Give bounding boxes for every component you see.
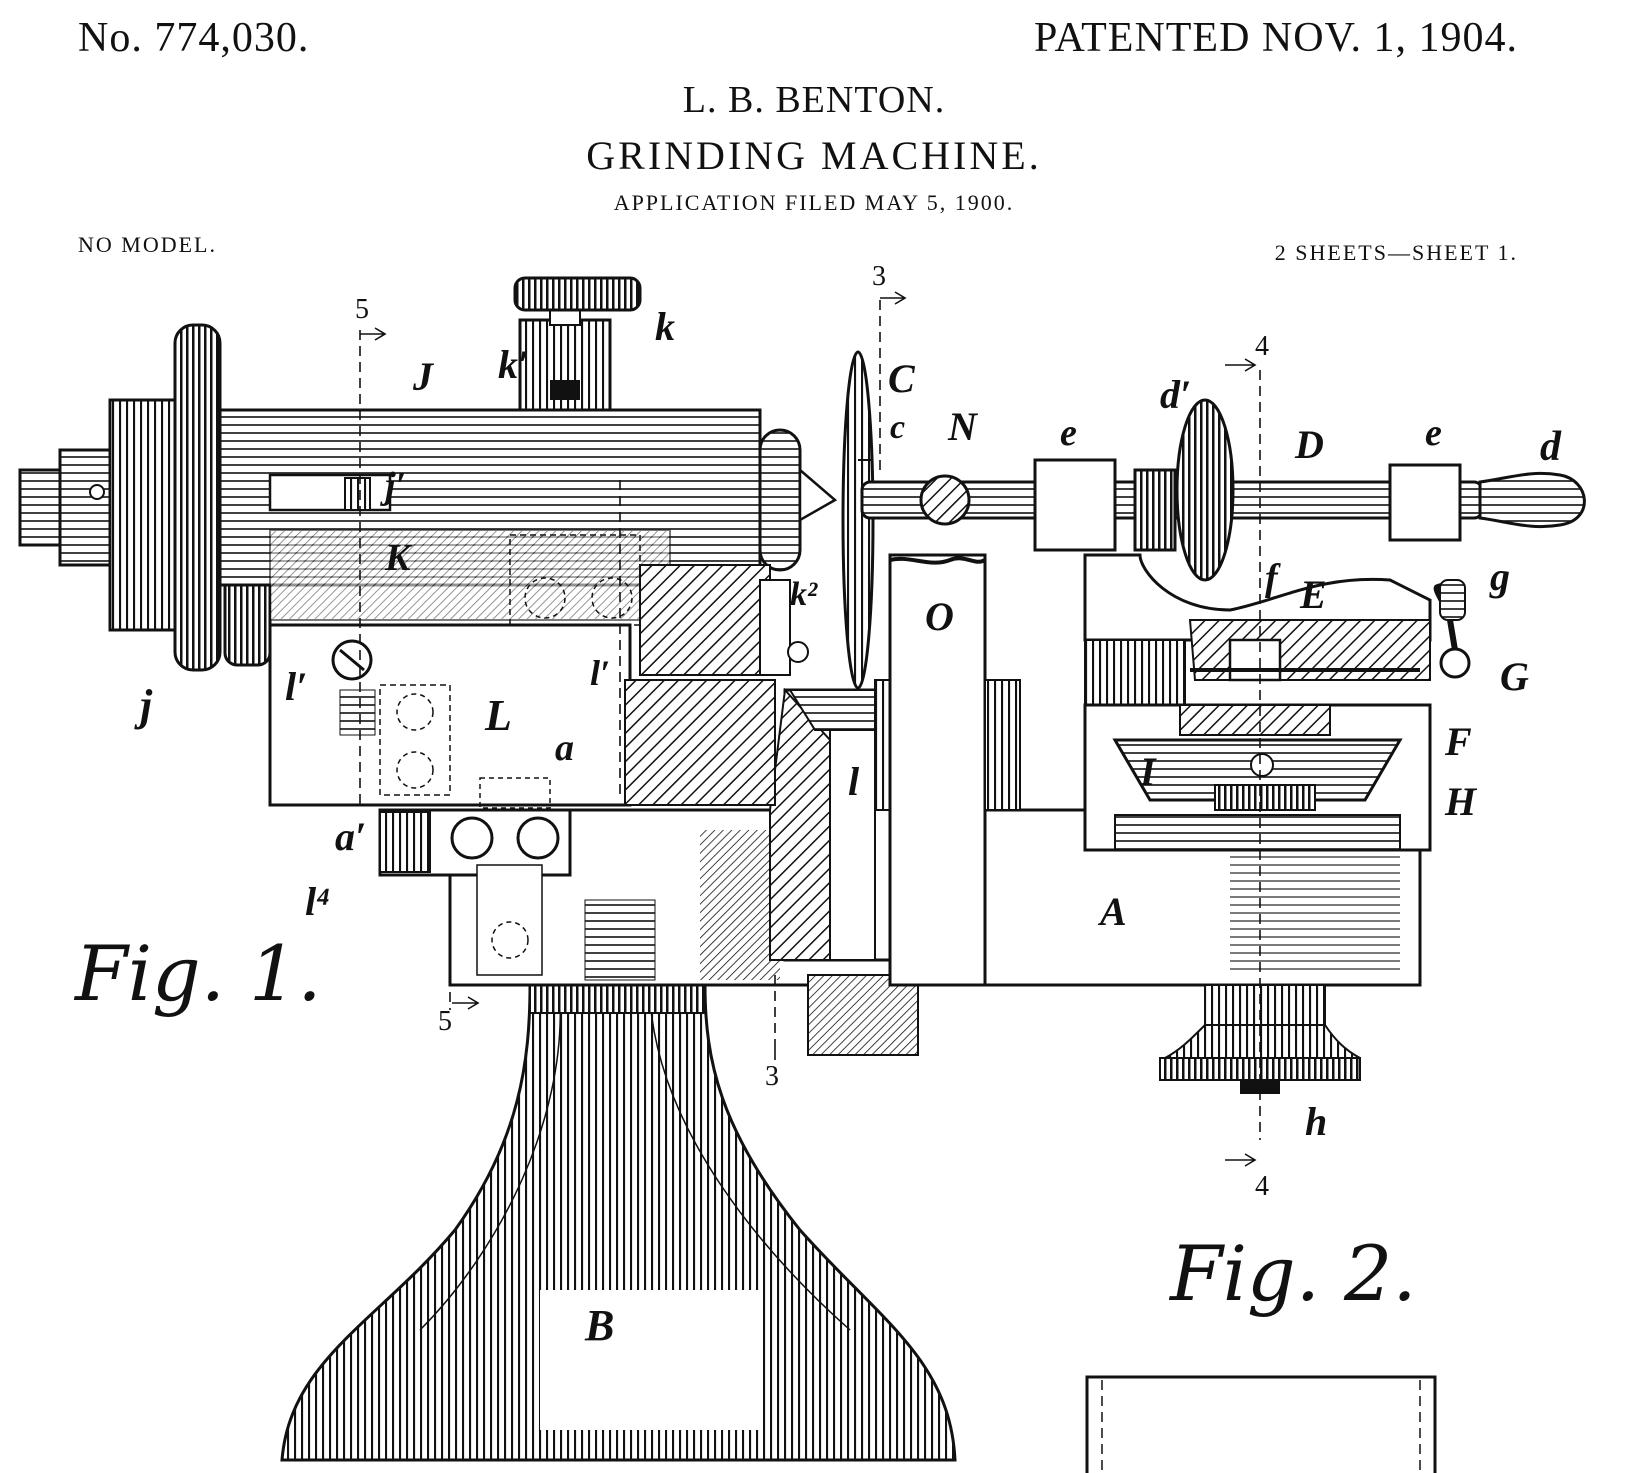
section-mark-4-top: 4 bbox=[1255, 331, 1269, 362]
label-C: C bbox=[888, 356, 916, 401]
label-a: a bbox=[555, 727, 574, 769]
label-O: O bbox=[925, 594, 954, 639]
label-D: D bbox=[1294, 422, 1324, 467]
label-N: N bbox=[947, 404, 979, 449]
bottom-handwheel-h bbox=[1159, 984, 1361, 1094]
section-mark-3-top: 3 bbox=[872, 261, 886, 292]
clamp-plate-a bbox=[378, 777, 572, 976]
label-k1: k′ bbox=[498, 342, 529, 387]
model-note: NO MODEL. bbox=[78, 232, 217, 257]
label-c: c bbox=[890, 409, 905, 446]
label-l1b: l′ bbox=[590, 653, 610, 693]
label-j1: j′ bbox=[380, 465, 406, 507]
label-B: B bbox=[584, 1301, 614, 1350]
label-J: J bbox=[412, 354, 435, 399]
section-mark-4-bottom: 4 bbox=[1255, 1171, 1269, 1202]
base-pedestal-B bbox=[280, 983, 957, 1462]
slide-L bbox=[268, 623, 776, 807]
label-A: A bbox=[1097, 889, 1127, 934]
label-F: F bbox=[1444, 719, 1472, 764]
label-e1: e bbox=[1060, 412, 1077, 454]
label-e2: e bbox=[1425, 412, 1442, 454]
label-f: f bbox=[1265, 557, 1281, 599]
inventor-name: L. B. BENTON. bbox=[682, 79, 946, 121]
figure-2-outline bbox=[1085, 1375, 1437, 1473]
label-E: E bbox=[1299, 572, 1327, 617]
figure-2-caption: Fig. 2. bbox=[1168, 1229, 1417, 1318]
label-K: K bbox=[384, 537, 413, 579]
section-arrows bbox=[360, 291, 1257, 1167]
label-j: j bbox=[134, 681, 153, 730]
grinding-wheel-C bbox=[841, 350, 875, 690]
patent-date: PATENTED NOV. 1, 1904. bbox=[1033, 15, 1518, 61]
label-h: h bbox=[1305, 1099, 1327, 1144]
label-l1a: l′ bbox=[285, 664, 307, 709]
section-lines bbox=[359, 300, 1261, 1140]
work-head-J bbox=[18, 276, 838, 676]
label-k: k bbox=[655, 304, 675, 349]
bracket-E-F-H bbox=[1083, 553, 1471, 852]
label-l4: l⁴ bbox=[305, 879, 330, 924]
figure-1-caption: Fig. 1. bbox=[73, 929, 322, 1018]
label-l: l bbox=[848, 759, 860, 804]
patent-number: No. 774,030. bbox=[78, 15, 310, 61]
label-G: G bbox=[1500, 654, 1529, 699]
label-d1: d′ bbox=[1160, 372, 1191, 417]
application-filed: APPLICATION FILED MAY 5, 1900. bbox=[613, 190, 1015, 215]
label-I: I bbox=[1139, 749, 1157, 794]
section-mark-5-bottom: 5 bbox=[438, 1006, 452, 1037]
spindle-D bbox=[860, 398, 1586, 582]
housing-O bbox=[888, 553, 1021, 987]
label-H: H bbox=[1444, 779, 1478, 824]
sheet-info: 2 SHEETS—SHEET 1. bbox=[1274, 240, 1518, 265]
label-L: L bbox=[484, 691, 512, 740]
section-mark-3-bottom: 3 bbox=[765, 1061, 779, 1092]
label-k2: k² bbox=[790, 576, 818, 613]
label-d: d bbox=[1540, 424, 1562, 470]
section-mark-5-top: 5 bbox=[355, 294, 369, 325]
label-a1: a′ bbox=[335, 814, 366, 859]
label-g: g bbox=[1489, 554, 1510, 599]
patent-title: GRINDING MACHINE. bbox=[586, 133, 1042, 178]
